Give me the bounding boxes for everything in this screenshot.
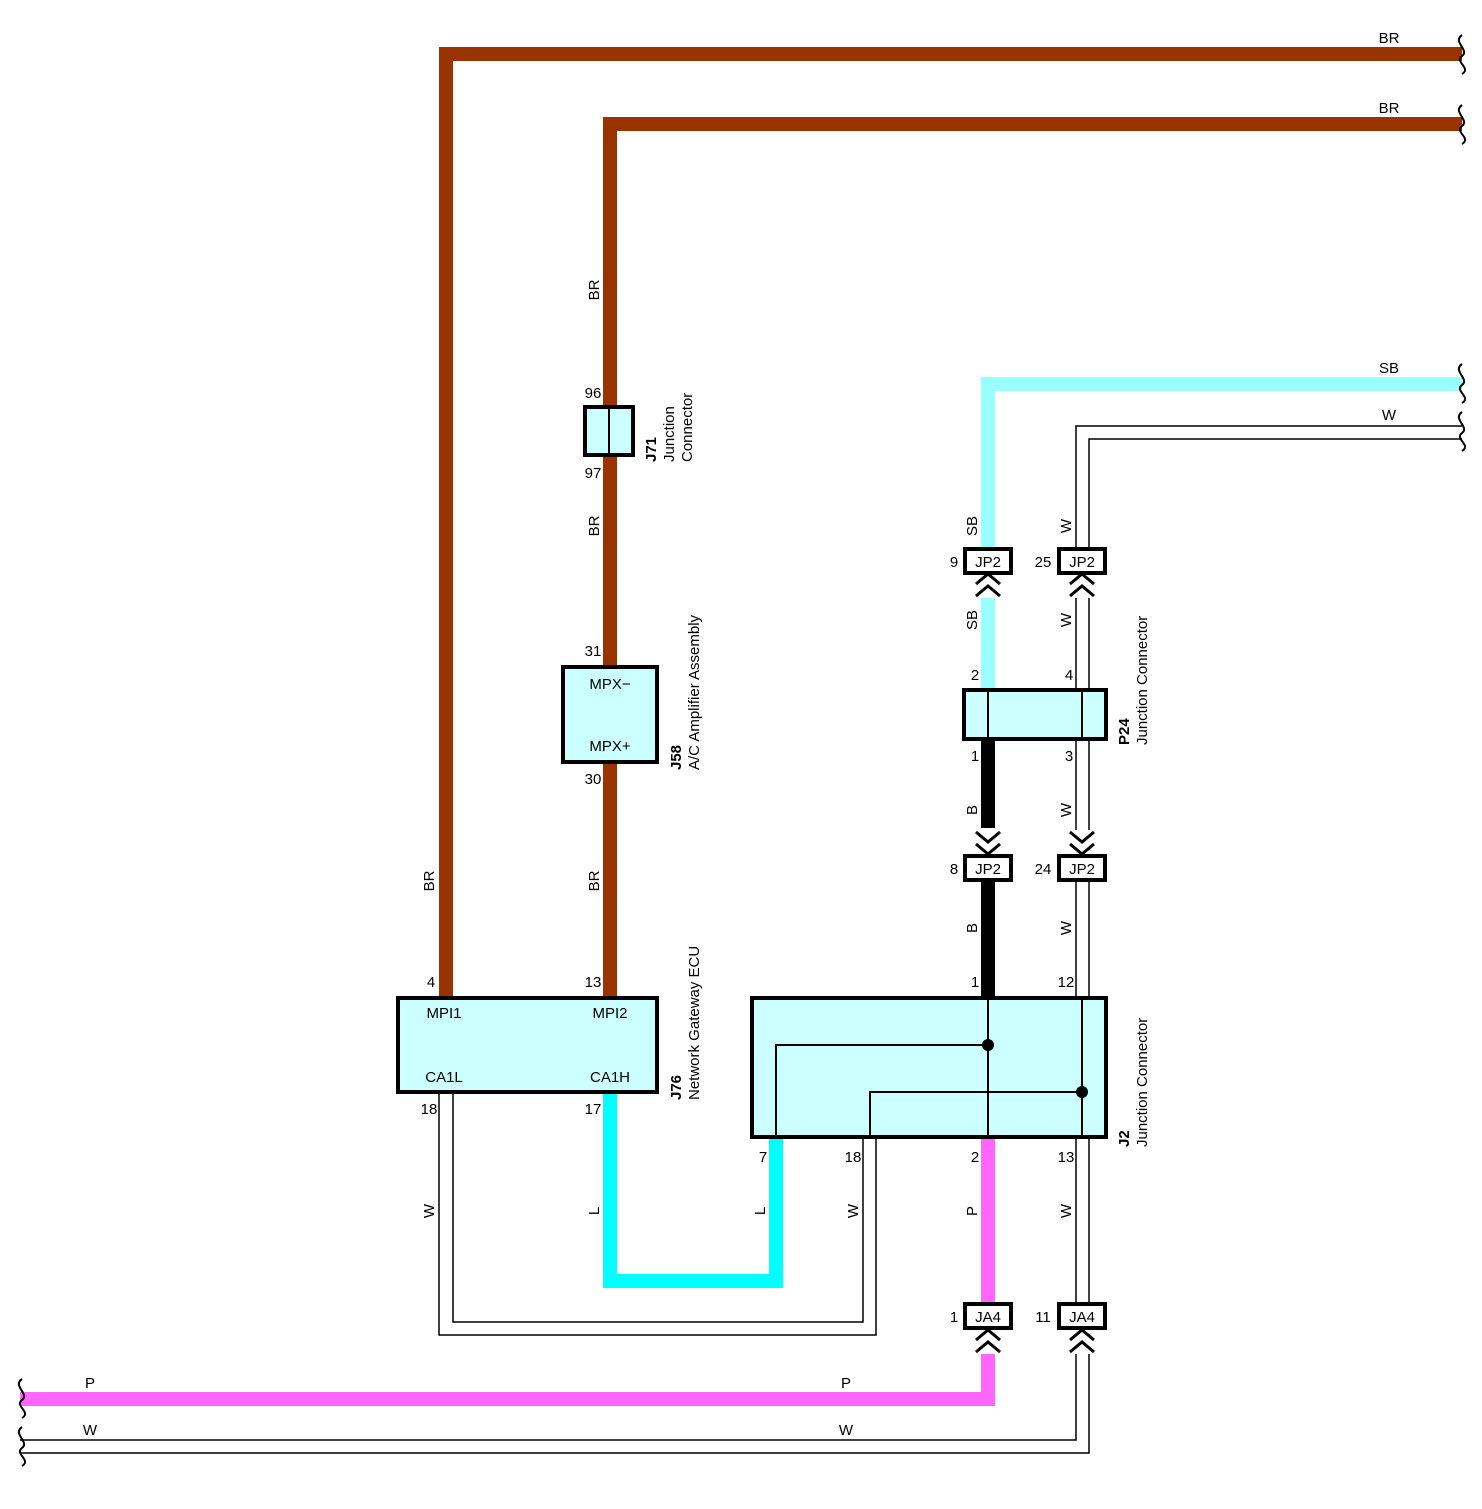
- j76-pin-br: 17: [585, 1101, 602, 1118]
- wire-label-w: W: [1382, 407, 1397, 424]
- jp2-pin: 24: [1035, 861, 1052, 878]
- j76-sig-br: CA1H: [590, 1069, 630, 1086]
- inline-connector-ja4-11: JA4 11: [1035, 1302, 1107, 1354]
- w-wire-loop: [438, 1092, 877, 1336]
- wire-label-sb: SB: [964, 516, 981, 536]
- p24-name: Junction Connector: [1134, 616, 1151, 745]
- j71-name-line1: Junction: [661, 406, 678, 462]
- wire-label-sb: SB: [1379, 360, 1399, 377]
- jp2-pin: 8: [950, 861, 958, 878]
- connector-j76: MPI1 MPI2 CA1L CA1H 4 13 18 17 J76 Netwo…: [396, 946, 703, 1118]
- p-wire: [20, 1137, 995, 1406]
- j2-splice-dot: [1076, 1086, 1088, 1098]
- wire-label-br: BR: [586, 515, 603, 536]
- j76-sig-bl: CA1L: [425, 1069, 463, 1086]
- p24-id: P24: [1116, 718, 1133, 745]
- sb-wire: [981, 377, 1462, 690]
- wire-label-br: BR: [586, 279, 603, 300]
- p24-pin-bl: 1: [971, 748, 979, 765]
- j71-pin-bottom: 97: [585, 465, 602, 482]
- jp2-pin: 9: [950, 554, 958, 571]
- connector-p24: 2 4 1 3 P24 Junction Connector: [962, 616, 1151, 765]
- connector-j71: 96 97 J71 Junction Connector: [583, 385, 696, 482]
- j58-pin-bottom: 30: [585, 771, 602, 788]
- wire-label-w: W: [1058, 518, 1075, 533]
- wire-label-w: W: [1058, 920, 1075, 935]
- p24-pin-br: 3: [1065, 748, 1073, 765]
- inline-connector-jp2-25: JP2 25: [1035, 547, 1107, 598]
- break-marks: [17, 34, 1467, 1467]
- p24-pin-tl: 2: [971, 667, 979, 684]
- ja4-pin: 11: [1035, 1309, 1051, 1326]
- j2-pin-b3: 2: [971, 1149, 979, 1166]
- j76-id: J76: [668, 1075, 685, 1100]
- wire-label-br: BR: [421, 870, 438, 891]
- inline-connector-jp2-24: JP2 24: [1035, 830, 1107, 882]
- j71-pin-top: 96: [585, 385, 602, 402]
- j2-pin-b2: 18: [845, 1149, 862, 1166]
- j58-sig-bottom: MPX+: [589, 738, 631, 755]
- wire-label-sb: SB: [964, 610, 981, 630]
- wire-label-w: W: [1058, 1203, 1075, 1218]
- j2-splice-dot: [982, 1039, 994, 1051]
- j2-id: J2: [1116, 1130, 1133, 1147]
- j2-pin-b1: 7: [759, 1149, 767, 1166]
- wire-label-l: L: [586, 1207, 603, 1215]
- w-wire-bottom: [20, 1137, 1090, 1454]
- wire-label-br: BR: [1379, 30, 1400, 47]
- connector-j2: 1 12 7 18 2 13 J2 Junction Connector: [750, 974, 1151, 1166]
- j2-name: Junction Connector: [1134, 1018, 1151, 1147]
- br-wire-outer: [439, 47, 1462, 997]
- j2-pin-t2: 12: [1058, 974, 1075, 991]
- j76-name: Network Gateway ECU: [686, 946, 703, 1100]
- wire-label-b: B: [964, 805, 981, 815]
- wire-labels-horizontal: BR BR SB W P P W W: [83, 30, 1400, 1439]
- ja4-tag: JA4: [1069, 1309, 1095, 1326]
- inline-connector-jp2-9: JP2 9: [950, 547, 1013, 598]
- j76-sig-tr: MPI2: [592, 1005, 627, 1022]
- wire-label-b: B: [964, 923, 981, 933]
- j2-pin-b4: 13: [1058, 1149, 1075, 1166]
- wire-label-w: W: [1058, 612, 1075, 627]
- wire-label-w: W: [83, 1422, 98, 1439]
- l-wire: [603, 1092, 783, 1288]
- inline-connector-ja4-1: JA4 1: [950, 1302, 1013, 1354]
- j58-pin-top: 31: [585, 643, 602, 660]
- j76-pin-tr: 13: [585, 974, 602, 991]
- j71-name-line2: Connector: [679, 393, 696, 462]
- connector-j58: MPX− MPX+ 31 30 J58 A/C Amplifier Assemb…: [561, 614, 703, 788]
- wire-label-w: W: [845, 1203, 862, 1218]
- wire-label-br: BR: [1379, 100, 1400, 117]
- jp2-tag: JP2: [1069, 861, 1095, 878]
- p24-pin-tr: 4: [1065, 667, 1073, 684]
- wire-label-w: W: [1058, 802, 1075, 817]
- wire-label-br: BR: [586, 870, 603, 891]
- j58-name: A/C Amplifier Assembly: [686, 614, 703, 770]
- j76-pin-bl: 18: [421, 1101, 438, 1118]
- wire-labels-vertical: BR BR BR BR SB SB W W B W B W W L L W P …: [421, 279, 1075, 1218]
- wire-label-w: W: [421, 1203, 438, 1218]
- j58-sig-top: MPX−: [589, 676, 631, 693]
- j76-pin-tl: 4: [427, 974, 435, 991]
- wire-label-p: P: [964, 1206, 981, 1216]
- j71-id: J71: [643, 437, 660, 462]
- j58-id: J58: [668, 745, 685, 770]
- j2-pin-t1: 1: [971, 974, 979, 991]
- wire-label-w: W: [839, 1422, 854, 1439]
- ja4-pin: 1: [950, 1309, 958, 1326]
- jp2-tag: JP2: [1069, 554, 1095, 571]
- w-wire-top: [1075, 425, 1462, 997]
- jp2-pin: 25: [1035, 554, 1052, 571]
- inline-connector-jp2-8: JP2 8: [950, 830, 1013, 882]
- ja4-tag: JA4: [975, 1309, 1001, 1326]
- jp2-tag: JP2: [975, 554, 1001, 571]
- wire-label-p: P: [85, 1375, 95, 1392]
- br-wire-inner: [603, 117, 1462, 997]
- jp2-tag: JP2: [975, 861, 1001, 878]
- wire-label-l: L: [752, 1207, 769, 1215]
- wire-label-p: P: [841, 1375, 851, 1392]
- j76-sig-tl: MPI1: [426, 1005, 461, 1022]
